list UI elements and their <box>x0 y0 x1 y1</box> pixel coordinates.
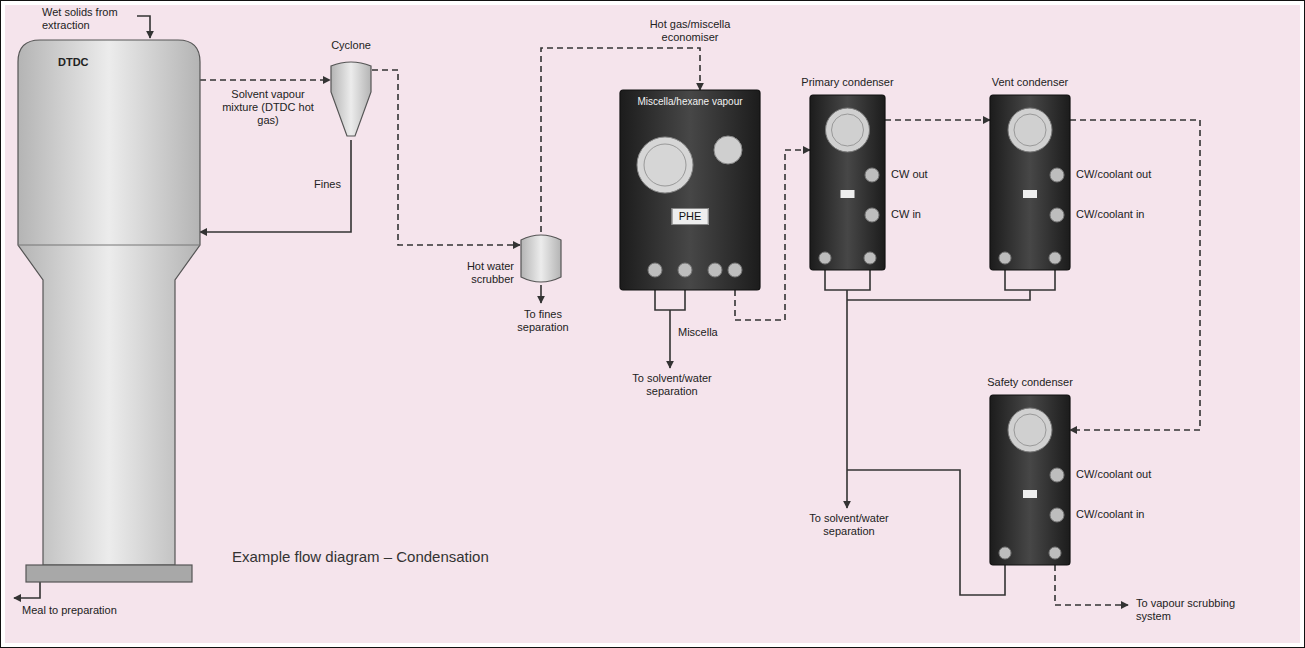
end-cover <box>1008 108 1052 152</box>
feed-label: Wet solids from extraction <box>40 6 136 32</box>
vessel-body <box>18 40 200 565</box>
condensate-bracket <box>1005 270 1055 290</box>
nozzle-label: CW/coolant in <box>1076 508 1144 521</box>
nozzle <box>864 252 876 264</box>
end-cover <box>1008 408 1052 452</box>
end-cover-ring <box>832 114 864 146</box>
nozzle <box>1049 252 1061 264</box>
miscella-bracket <box>655 290 685 310</box>
economiser: Hot gas/miscella economiserMiscella/hexa… <box>620 90 760 290</box>
condensate-line <box>847 290 1030 300</box>
nozzle <box>819 252 831 264</box>
scrubber-body <box>521 235 561 282</box>
end-cover-ring <box>1014 414 1046 446</box>
nozzle-label: CW/coolant in <box>1076 208 1144 221</box>
vent-gas-line <box>1055 565 1128 605</box>
equipment-outline <box>18 40 200 590</box>
nozzle <box>865 208 879 222</box>
condenser: Primary condenserCW outCW in <box>810 95 885 270</box>
vapour-line <box>200 79 330 81</box>
nozzle <box>999 252 1011 264</box>
name-plate <box>841 190 855 198</box>
equipment-name: Vent condenser <box>992 76 1068 89</box>
feed-arrow <box>137 16 150 38</box>
vessel-base <box>26 565 192 582</box>
nozzle <box>1049 547 1061 559</box>
equipment-outline <box>810 95 885 270</box>
end-cover <box>826 108 870 152</box>
nozzle-label: CW in <box>891 208 921 221</box>
condenser: Safety condenserCW/coolant outCW/coolant… <box>990 395 1070 565</box>
cyclone-body <box>331 62 371 136</box>
outlet-label: To solvent/water separation <box>797 512 901 538</box>
stream-label: Fines <box>312 178 343 191</box>
scrubber: Hot water scrubber <box>520 232 562 285</box>
condenser-housing <box>990 95 1070 270</box>
equipment-outline <box>520 232 562 285</box>
nozzle <box>1050 508 1064 522</box>
nozzle <box>865 168 879 182</box>
equipment-outline <box>620 90 760 290</box>
condensate-bracket <box>825 270 870 290</box>
gauge-dial <box>637 137 693 193</box>
equipment-outline <box>330 58 372 140</box>
condensate-line <box>846 290 848 508</box>
cyclone: Cyclone <box>330 58 372 140</box>
equipment-outline <box>990 395 1070 565</box>
vapour-line <box>885 119 990 121</box>
port-circle <box>714 136 742 164</box>
nozzle <box>678 263 692 277</box>
outlet-label: To vapour scrubbing system <box>1134 597 1238 623</box>
nozzle <box>1050 468 1064 482</box>
outlet-label: To solvent/water separation <box>620 372 724 398</box>
nozzle <box>1050 208 1064 222</box>
meal-outlet-arrow <box>14 582 40 598</box>
condenser: Vent condenserCW/coolant outCW/coolant i… <box>990 95 1070 270</box>
stream-name: Miscella/hexane vapour <box>637 96 742 108</box>
nozzle <box>708 263 722 277</box>
miscella-outlet-line <box>669 310 671 368</box>
equipment-name: Primary condenser <box>801 76 893 89</box>
gauge-ring <box>644 144 686 186</box>
end-cover-ring <box>1014 114 1046 146</box>
exchanger-housing <box>620 90 760 290</box>
equipment-tag: PHE <box>672 208 709 225</box>
equipment-name: Cyclone <box>331 39 371 52</box>
figure-caption: Example flow diagram – Condensation <box>232 548 489 566</box>
outlet-label: To fines separation <box>509 308 577 334</box>
nozzle-label: CW/coolant out <box>1076 168 1151 181</box>
stream-label: Solvent vapour mixture (DTDC hot gas) <box>212 88 324 128</box>
condenser-housing <box>810 95 885 270</box>
nozzle <box>728 263 742 277</box>
vapour-line <box>1070 120 1200 430</box>
nozzle-label: CW out <box>891 168 928 181</box>
dtdc-vessel: DTDC <box>18 40 200 590</box>
background-panel <box>5 5 1300 643</box>
nozzle <box>1050 168 1064 182</box>
stream-label: Miscella <box>676 326 720 339</box>
vessel-seam <box>18 245 200 246</box>
fines-outlet-arrow <box>540 285 542 303</box>
name-plate <box>1023 490 1037 498</box>
nozzle <box>999 547 1011 559</box>
equipment-name: Hot gas/miscella economiser <box>642 18 738 44</box>
nozzle <box>648 263 662 277</box>
equipment-name: Hot water scrubber <box>452 260 514 286</box>
condenser-housing <box>990 395 1070 565</box>
solids-return-line <box>200 140 351 232</box>
equipment-name: Safety condenser <box>987 376 1073 389</box>
outlet-label: Meal to preparation <box>20 604 119 617</box>
name-plate <box>1023 190 1037 198</box>
nozzle-label: CW/coolant out <box>1076 468 1151 481</box>
vapour-line <box>372 70 520 245</box>
equipment-outline <box>990 95 1070 270</box>
vessel-name: DTDC <box>58 56 89 69</box>
